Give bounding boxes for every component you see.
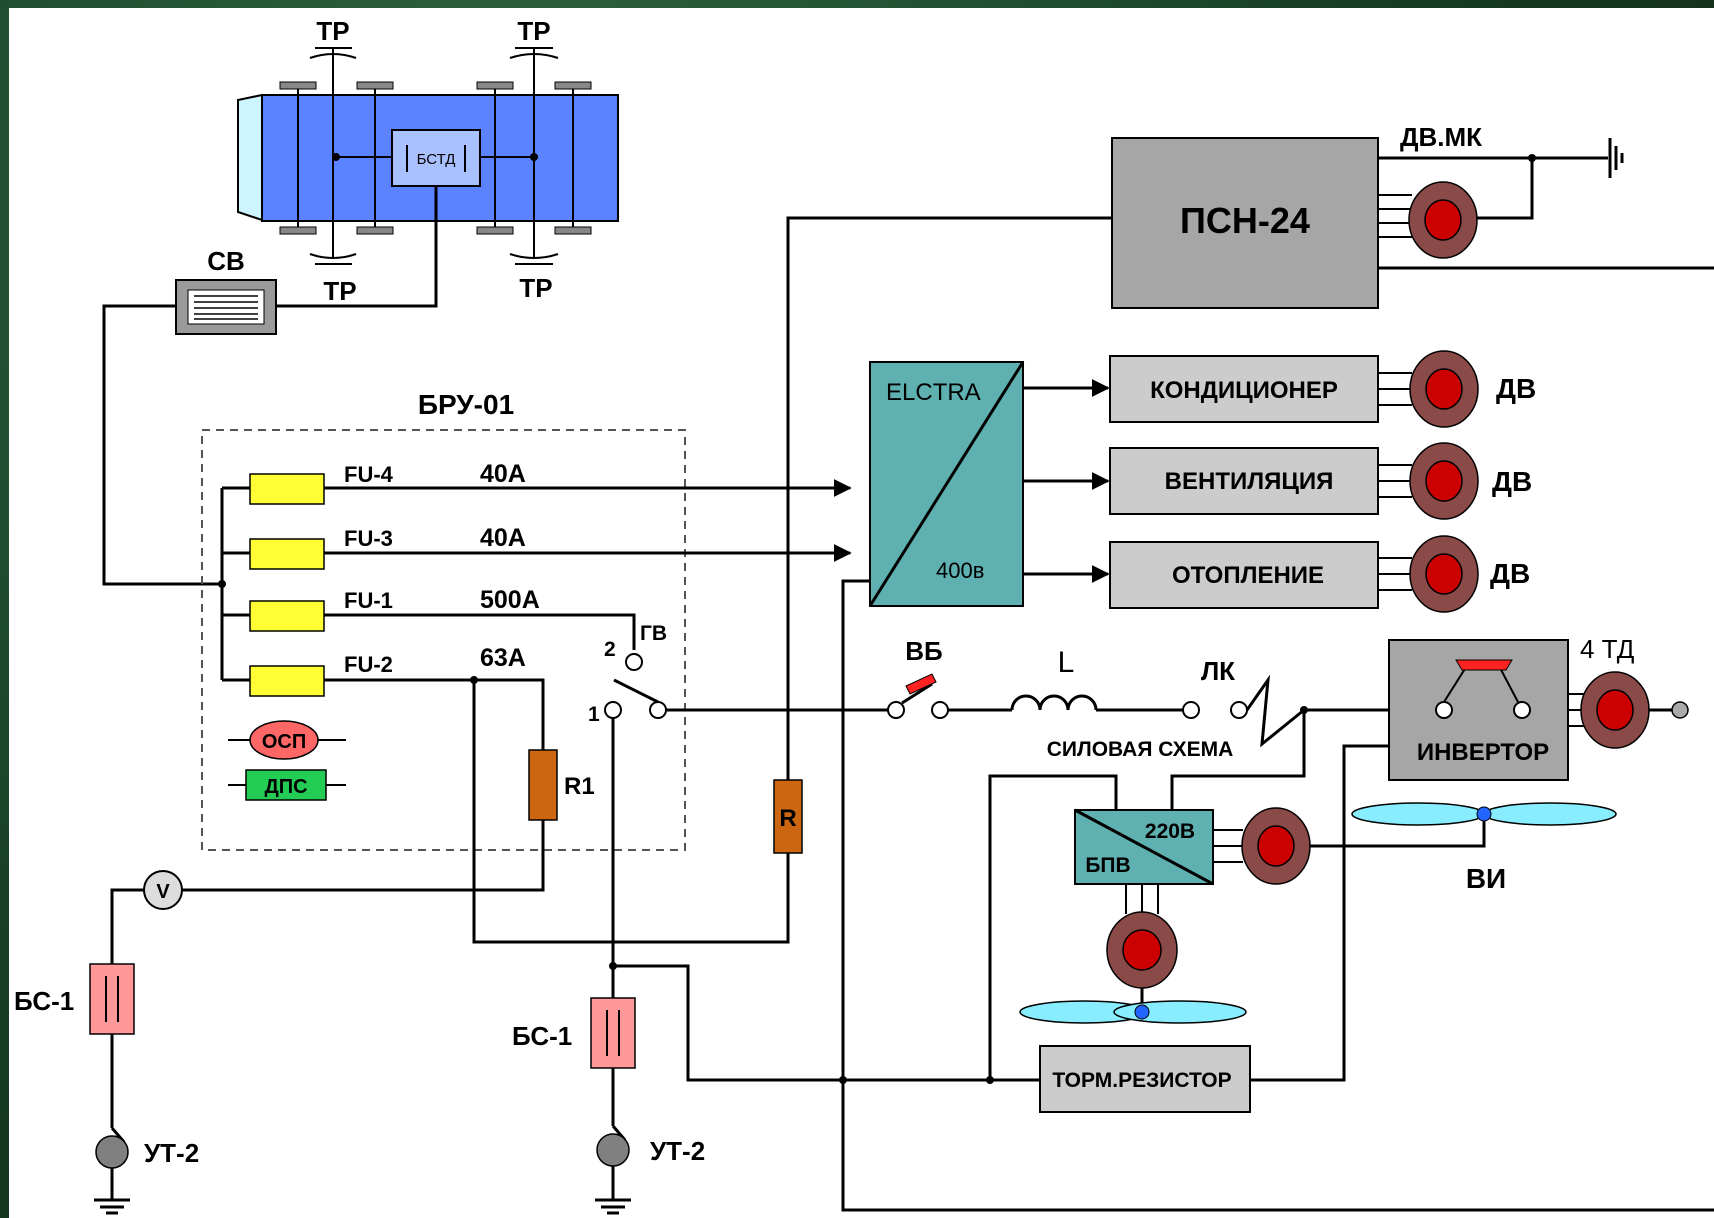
fu2-current: 63А — [480, 644, 526, 672]
elctra-voltage: 400в — [936, 558, 984, 583]
dvmk-label: ДВ.МК — [1400, 122, 1482, 152]
tr-bottom-left-label: ТР — [323, 276, 356, 306]
silovaya-label: СИЛОВАЯ СХЕМА — [1047, 738, 1234, 761]
otoplenie-box — [1109, 541, 1379, 609]
ut2-mid — [595, 1133, 631, 1215]
osp-element — [228, 720, 346, 760]
dv-motor-2 — [1409, 442, 1479, 520]
vb-breaker — [887, 673, 949, 719]
r1-resistor — [528, 749, 558, 821]
bpv-label: БПВ — [1085, 854, 1130, 877]
fu4-label: FU-4 — [344, 462, 394, 487]
bs1-left-label: БС-1 — [14, 986, 74, 1016]
tr-bottom-right-label: ТР — [519, 273, 552, 303]
gv-pos1: 1 — [588, 703, 600, 726]
gv-pos2: 2 — [604, 638, 616, 661]
inductor-label: L — [1058, 646, 1075, 679]
psn-24-box — [1111, 137, 1379, 309]
dv-motor-1 — [1409, 350, 1479, 428]
invertor-label: ИНВЕРТОР — [1417, 739, 1549, 766]
lk-contactor — [1182, 674, 1305, 748]
dv-motor-3 — [1409, 535, 1479, 613]
bpv-block — [1074, 808, 1214, 886]
tr-top-left-label: ТР — [316, 16, 349, 46]
dv1-label: ДВ — [1496, 373, 1536, 404]
torm-rezistor-box — [1039, 1045, 1251, 1113]
vb-label: ВБ — [905, 636, 942, 666]
bs1-mid — [590, 997, 636, 1069]
bs1-left — [89, 963, 135, 1035]
kondicioner-label: КОНДИЦИОНЕР — [1150, 377, 1338, 404]
bogie: БСТД — [237, 47, 619, 265]
ut2-left — [94, 1135, 130, 1215]
lk-label: ЛК — [1201, 656, 1235, 686]
fuse-fu4 — [222, 473, 852, 505]
vi-label: ВИ — [1466, 863, 1506, 894]
fu1-label: FU-1 — [344, 588, 393, 613]
bru-01-box — [201, 429, 686, 851]
td-label: 4 ТД — [1580, 634, 1635, 664]
bru-01-label: БРУ-01 — [418, 389, 514, 420]
bs1-mid-label: БС-1 — [512, 1021, 572, 1051]
psn-24-label: ПСН-24 — [1180, 200, 1310, 241]
fuse-fu2 — [222, 665, 545, 750]
gv-label: ГВ — [640, 622, 667, 645]
dvmk-motor — [1408, 181, 1478, 259]
fu3-current: 40А — [480, 524, 526, 552]
bpv-motor-bottom — [1106, 911, 1178, 989]
otoplenie-label: ОТОПЛЕНИЕ — [1172, 562, 1324, 589]
dv3-label: ДВ — [1490, 558, 1530, 589]
kondicioner-box — [1109, 355, 1379, 423]
inductor-l — [1010, 694, 1098, 711]
bpv-voltage: 220В — [1145, 820, 1195, 843]
r-label: R — [779, 805, 796, 832]
dps-element — [228, 769, 346, 801]
fu3-label: FU-3 — [344, 526, 393, 551]
fuse-fu1 — [222, 600, 636, 650]
sv-block — [175, 279, 277, 335]
osp-label: ОСП — [262, 731, 306, 753]
elctra-label: ELCTRA — [886, 379, 981, 406]
dv2-label: ДВ — [1492, 466, 1532, 497]
ventilyaciya-label: ВЕНТИЛЯЦИЯ — [1165, 468, 1334, 495]
fuse-fu3 — [222, 538, 852, 570]
fu1-current: 500А — [480, 586, 540, 614]
r1-label: R1 — [564, 773, 595, 800]
td-motor — [1580, 671, 1650, 749]
fu2-label: FU-2 — [344, 652, 393, 677]
fan-vi — [1351, 802, 1617, 826]
gv-switch — [604, 653, 667, 719]
ut2-left-label: УТ-2 — [144, 1138, 199, 1168]
torm-rezistor-label: ТОРМ.РЕЗИСТОР — [1052, 1069, 1231, 1092]
sv-label: СВ — [207, 246, 245, 276]
ut2-mid-label: УТ-2 — [650, 1136, 705, 1166]
bpv-motor-right — [1241, 807, 1311, 885]
dps-label: ДПС — [264, 776, 307, 798]
bstd-label: БСТД — [417, 151, 456, 168]
fu4-current: 40А — [480, 460, 526, 488]
fan-bpv — [1019, 1000, 1247, 1024]
invertor-switch — [1435, 659, 1531, 719]
tr-top-right-label: ТР — [517, 16, 550, 46]
r-resistor — [773, 779, 803, 854]
elctra-converter — [868, 361, 1025, 607]
voltmeter-label: V — [156, 881, 170, 903]
